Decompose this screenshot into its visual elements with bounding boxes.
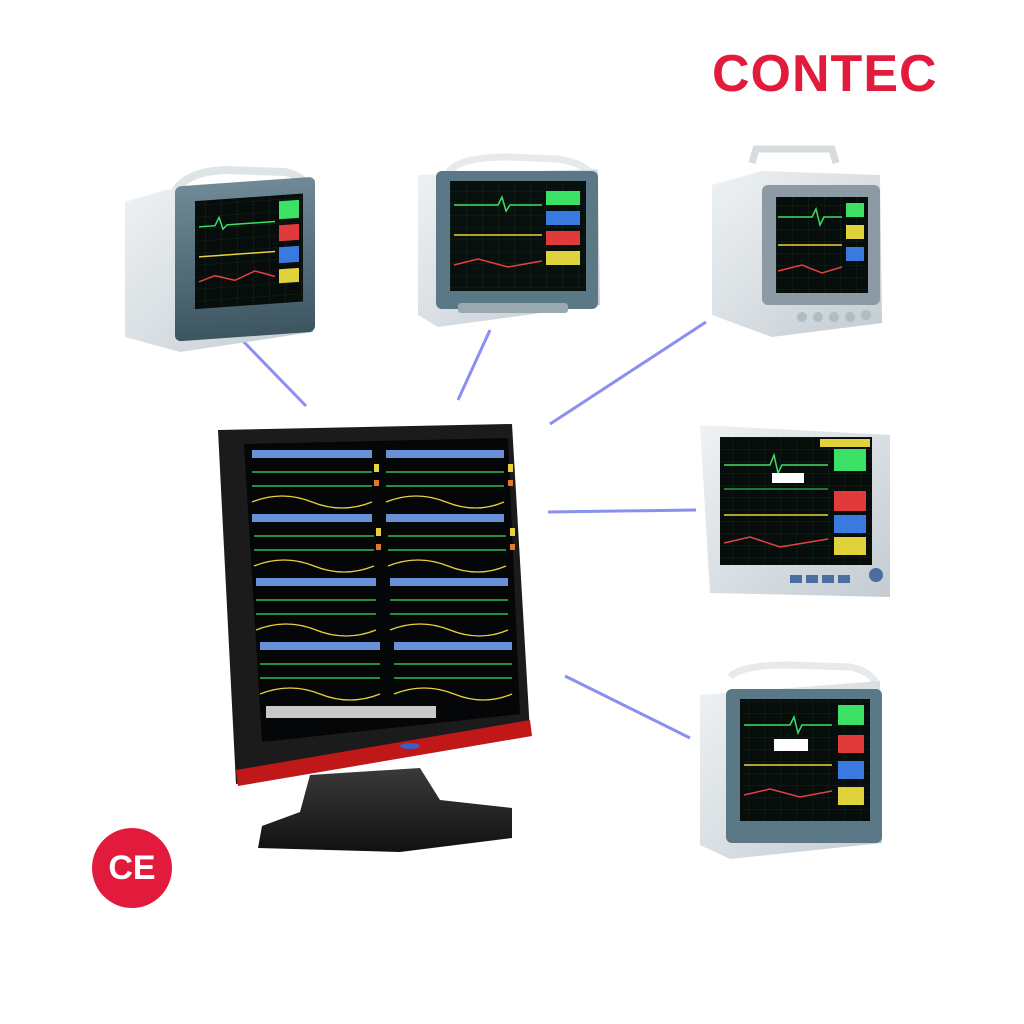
- patient-monitor-icon: [700, 425, 890, 597]
- link-bottom-right: [564, 674, 691, 740]
- ce-mark-icon: CE: [92, 828, 172, 908]
- patient-monitor-icon: [125, 165, 315, 352]
- central-station-monitor-icon: [218, 424, 532, 852]
- connection-lines: [240, 320, 707, 740]
- patient-monitor-icon: [700, 661, 882, 859]
- patient-monitor-icon: [712, 145, 882, 337]
- link-top-left: [240, 338, 308, 408]
- patient-monitor-icon: [418, 153, 600, 327]
- link-top-center: [456, 329, 492, 401]
- link-middle-right: [547, 508, 697, 514]
- link-top-right: [549, 320, 707, 426]
- central-screen-waveforms: [251, 450, 515, 718]
- contec-logo: CONTEC: [712, 45, 938, 103]
